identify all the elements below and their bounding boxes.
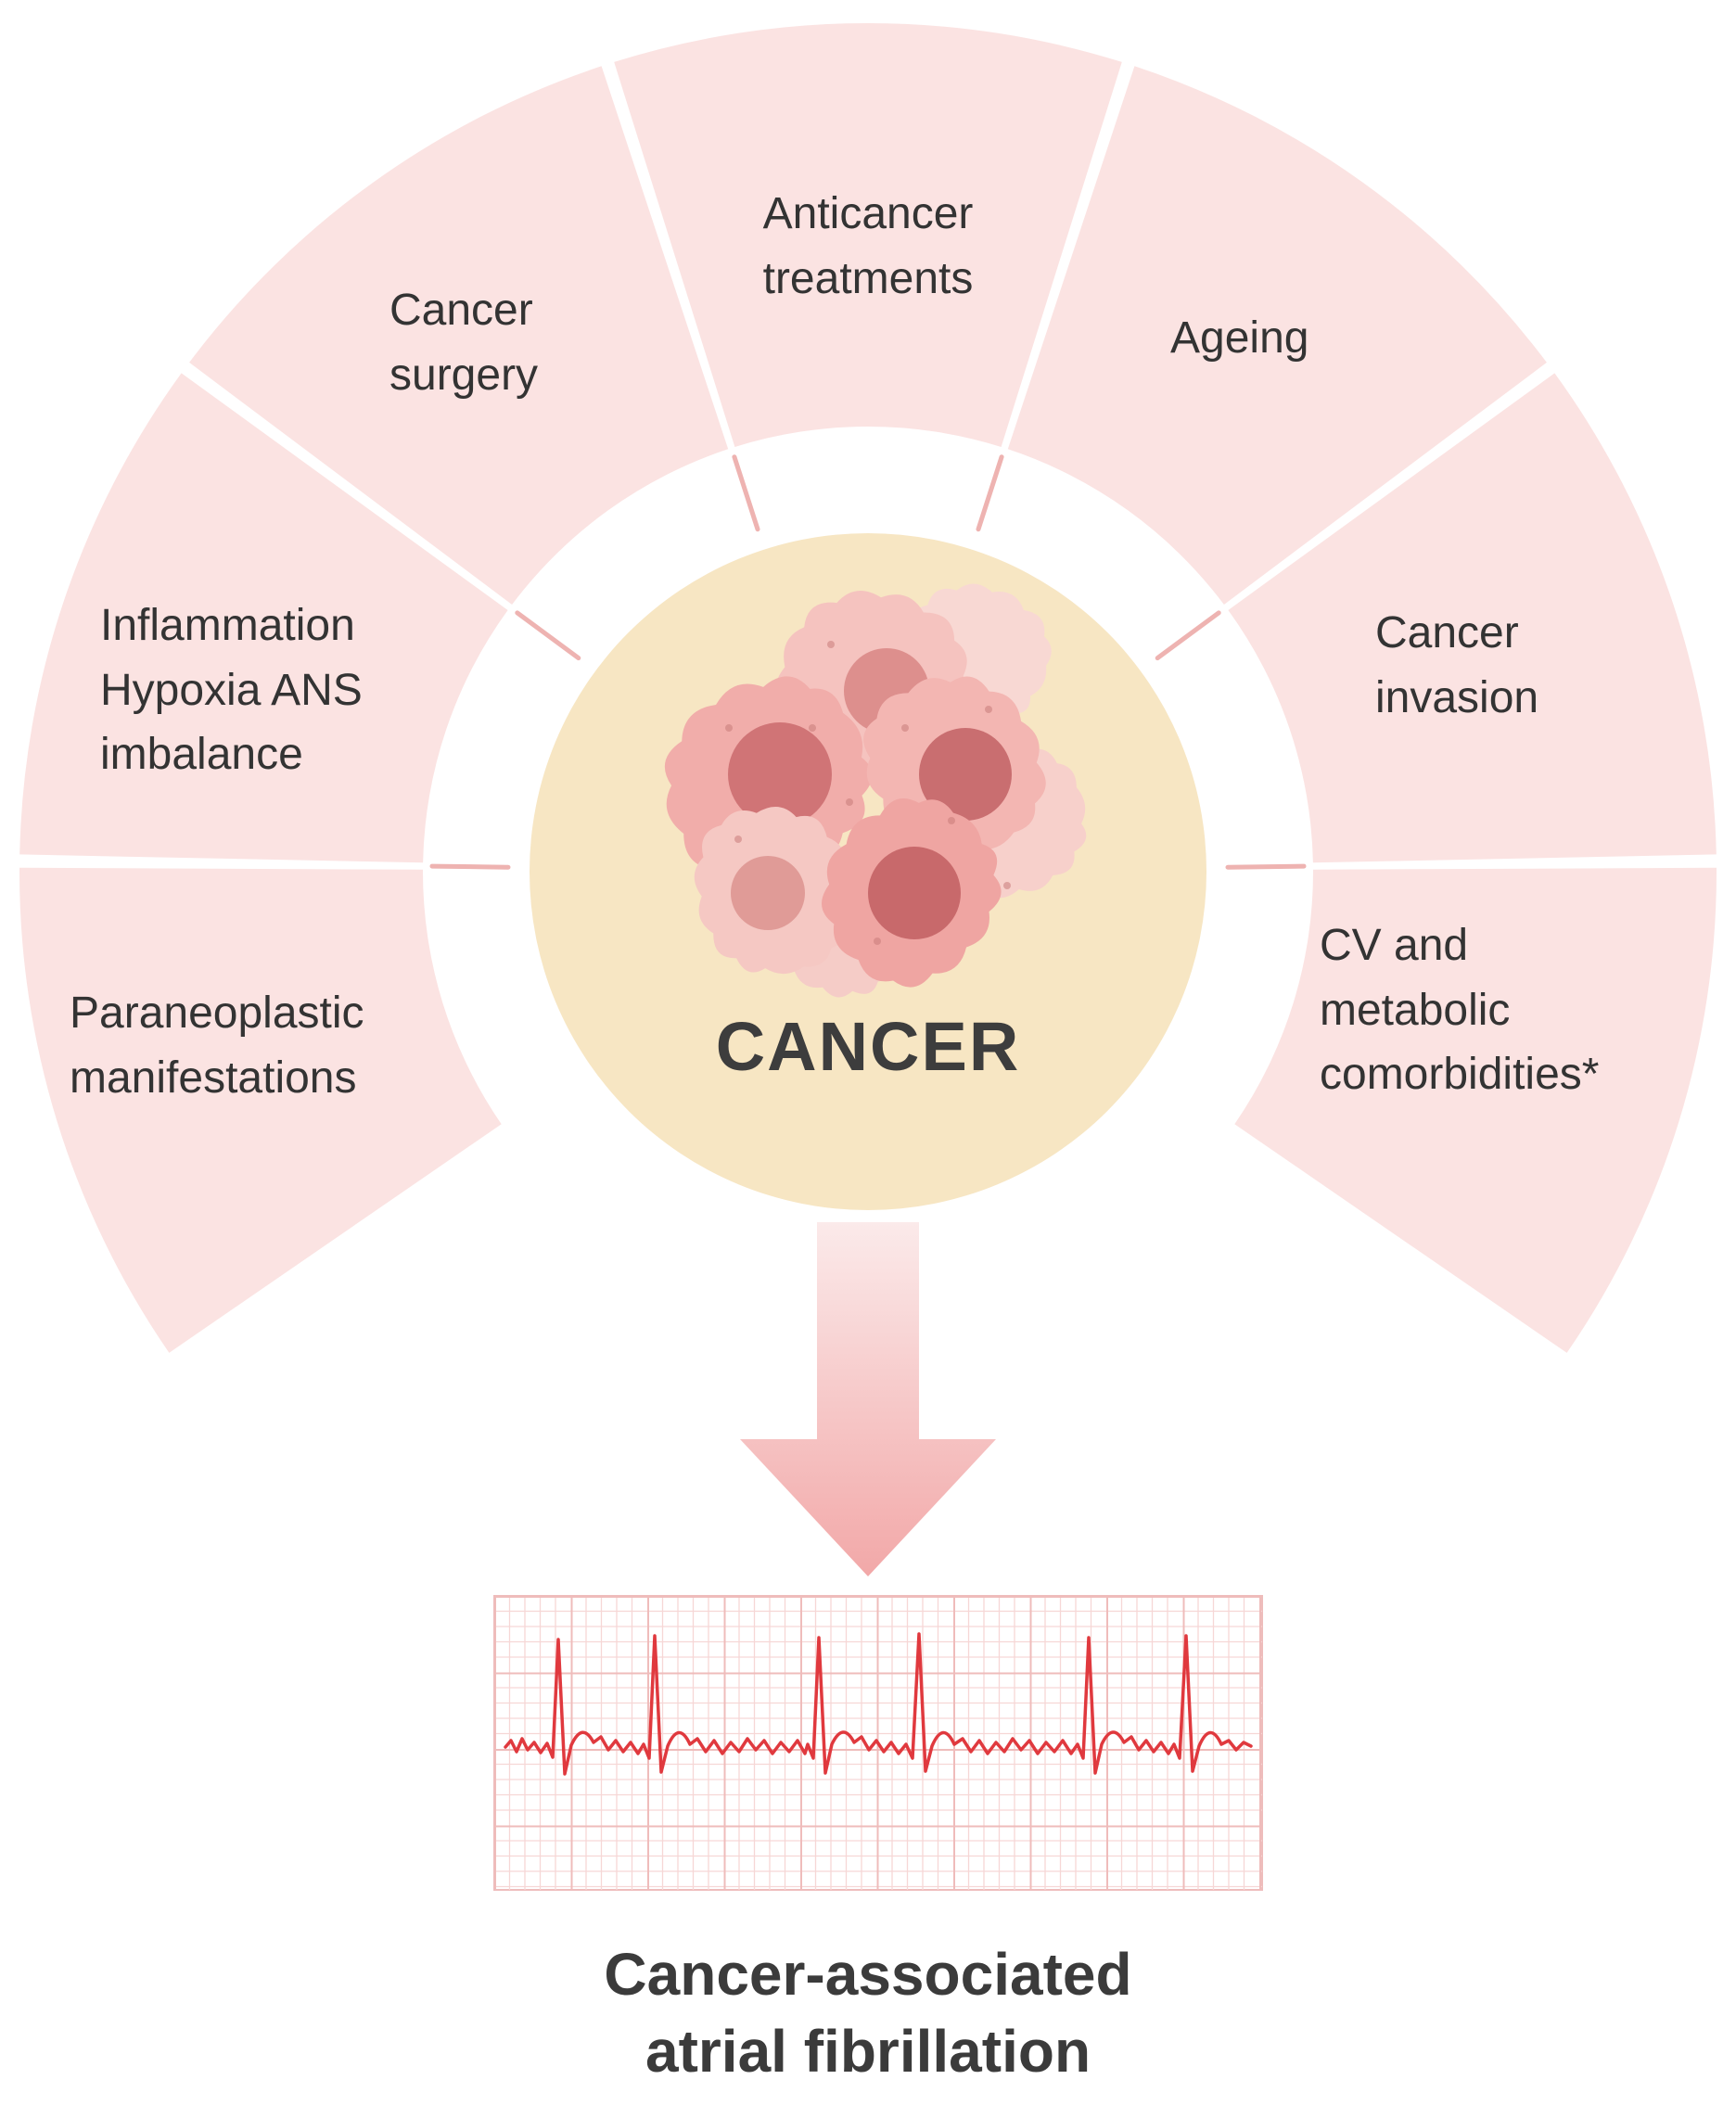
caption-line-1: Cancer-associated: [604, 1941, 1132, 2008]
segment-label-anticancer: Anticancer treatments: [762, 189, 974, 303]
cell-speckles: [725, 641, 1011, 945]
fan-segment-cv-metabolic: [1234, 867, 1717, 1353]
segment-label-cancer-surgery: Cancer surgery: [389, 286, 539, 400]
segment-label-paraneoplastic: Paraneoplastic manifestations: [70, 989, 364, 1103]
fan-segments: [19, 22, 1717, 1353]
fan-segment-paraneoplastic: [19, 867, 502, 1353]
ecg-strip: [493, 1595, 1263, 1891]
ecg-trace: [504, 1632, 1253, 1776]
segment-label-cv-metabolic: CV and metabolic comorbidities*: [1320, 921, 1600, 1100]
cancer-cells-illustration: [627, 563, 1104, 1025]
fan-segment-ageing: [1007, 66, 1547, 606]
fan-segment-cancer-surgery: [189, 66, 729, 606]
fan-segment-cancer-invasion: [1228, 373, 1717, 863]
caption: Cancer-associated atrial fibrillation: [0, 1936, 1736, 2090]
segment-label-ageing: Ageing: [1170, 313, 1309, 363]
center-label: CANCER: [715, 1008, 1021, 1085]
fan-segment-inflammation: [19, 373, 508, 863]
fan-segment-anticancer: [614, 22, 1122, 447]
fan-spokes: [429, 454, 1307, 870]
caption-line-2: atrial fibrillation: [645, 2018, 1091, 2086]
segment-label-inflammation: Inflammation Hypoxia ANS imbalance: [100, 601, 363, 780]
segment-label-cancer-invasion: Cancer invasion: [1375, 608, 1539, 722]
down-arrow: [740, 1222, 996, 1576]
